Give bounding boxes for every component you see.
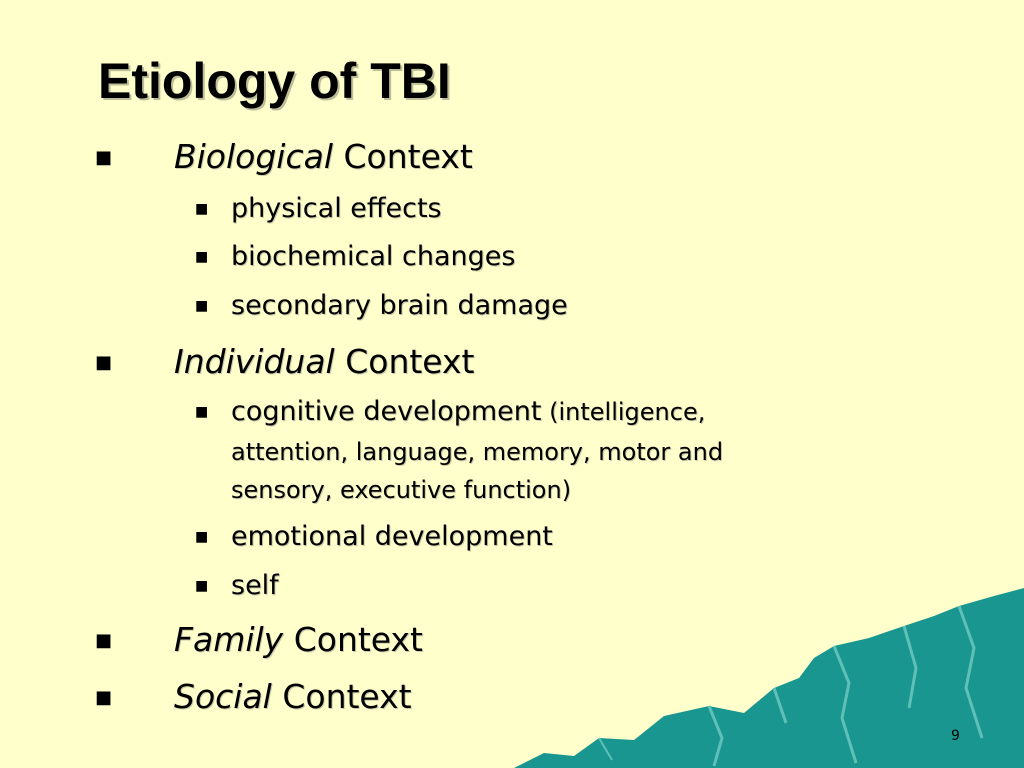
sub-bullet-marker: ■ (195, 404, 209, 420)
bullet-rest: Context (271, 677, 412, 716)
bullet-marker: ■ (95, 687, 113, 708)
page-number: 9 (951, 728, 960, 744)
bullet-rest: Context (333, 137, 473, 176)
cognitive-detail-line-2: attention, language, memory, motor and (231, 438, 724, 466)
sub-bullet-marker: ■ (195, 529, 209, 545)
sub-bullet-marker: ■ (195, 201, 209, 217)
slide-title: Etiology of TBI (98, 53, 451, 109)
bullet-emph: Biological (174, 137, 334, 176)
bullet-rest: Context (283, 620, 423, 659)
sub-bullet-marker: ■ (195, 249, 209, 265)
cognitive-detail-line-3: sensory, executive function) (231, 476, 572, 504)
sub-bullet-marker: ■ (195, 578, 209, 594)
sub-bullet-marker: ■ (195, 298, 209, 314)
cognitive-main: cognitive development (231, 396, 542, 427)
bullet-emph: Family (174, 620, 284, 659)
bullet-marker: ■ (95, 147, 113, 168)
bullet-emph: Individual (174, 342, 335, 381)
bullet-emph: Social (174, 677, 272, 716)
bullet-marker: ■ (95, 630, 113, 651)
bullet-rest: Context (334, 342, 475, 381)
bullet-marker: ■ (95, 352, 113, 373)
cognitive-detail: (intelligence, (541, 398, 706, 426)
mountain-decoration (514, 588, 1024, 768)
